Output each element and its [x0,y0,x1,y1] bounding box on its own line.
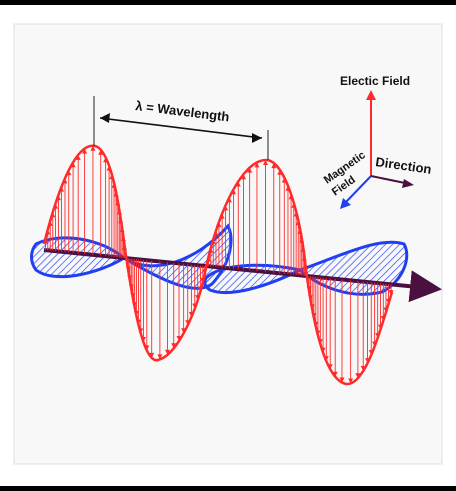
electric-vector-tip [355,373,361,379]
electric-vector-tip [149,352,155,358]
axes-key [340,90,414,209]
electric-vector-tip [98,149,104,155]
top-border [0,0,456,5]
propagation-axis [43,248,442,303]
electric-field-wave [42,144,394,386]
electric-vector-tip [157,354,163,360]
electric-vector-tip [75,154,81,160]
electric-vector-tip [165,349,171,355]
electric-vector-tip [254,162,260,168]
electric-vector-tip [348,378,354,384]
electric-vector-tip [90,145,96,151]
wavelength-indicator [93,96,269,160]
electric-vector-tip [241,174,247,180]
electric-vector-tip [171,343,177,349]
electric-field-label: Electic Field [340,74,410,88]
electric-vector-tip [263,160,269,166]
electric-vector-tip [271,163,277,169]
electric-vector-tip [339,377,345,383]
electric-vector-tip [332,371,338,377]
electric-vector-tip [247,167,253,173]
bottom-border [0,486,456,491]
electric-vector-tip [82,148,88,154]
